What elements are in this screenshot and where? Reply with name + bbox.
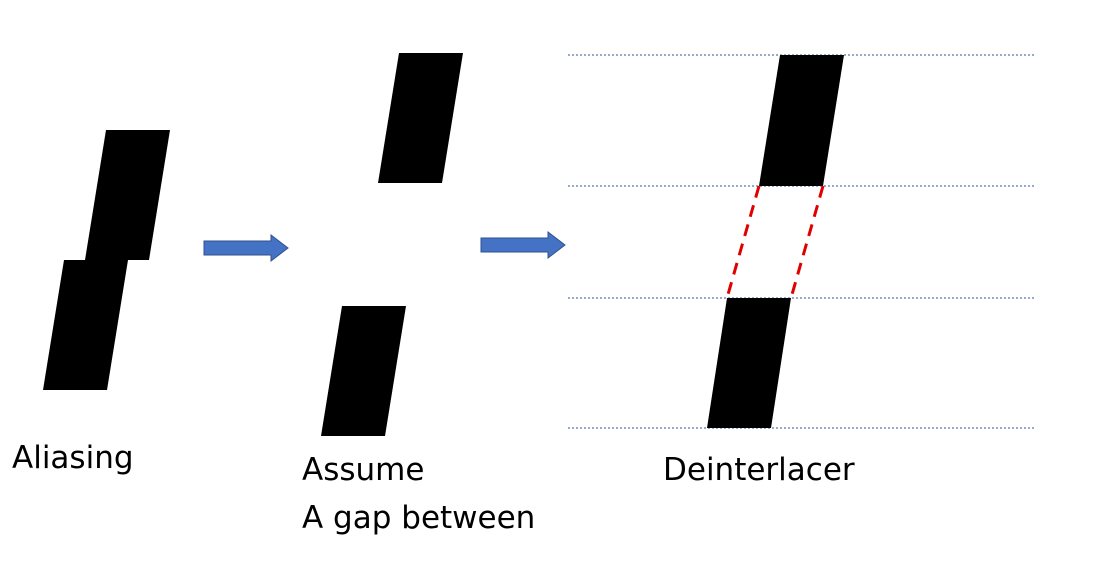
aliasing-label: Aliasing — [12, 434, 134, 482]
arrow-right-1 — [203, 233, 289, 263]
deinterlacer-upper-bar — [759, 55, 844, 186]
gap-upper-bar — [378, 53, 463, 183]
assume-gap-label: Assume A gap between — [302, 446, 535, 542]
aliasing-lower-bar — [43, 260, 128, 390]
deinterlacer-lower-bar — [707, 298, 791, 428]
deinterlacer-panel — [568, 54, 1036, 429]
gap-panel — [321, 53, 463, 436]
interpolated-gap-right-edge — [789, 185, 825, 299]
aliasing-label-text: Aliasing — [12, 440, 134, 476]
gap-lower-bar — [321, 306, 406, 436]
aliasing-panel — [43, 130, 170, 390]
deinterlacer-label: Deinterlacer — [663, 446, 855, 494]
arrow-right-2 — [480, 230, 566, 260]
interpolated-gap-left-edge — [725, 185, 761, 299]
assume-label-line-2: A gap between — [302, 500, 536, 536]
deinterlacer-label-text: Deinterlacer — [663, 452, 855, 488]
aliasing-upper-bar — [85, 130, 170, 260]
assume-label-line-1: Assume — [302, 452, 425, 488]
